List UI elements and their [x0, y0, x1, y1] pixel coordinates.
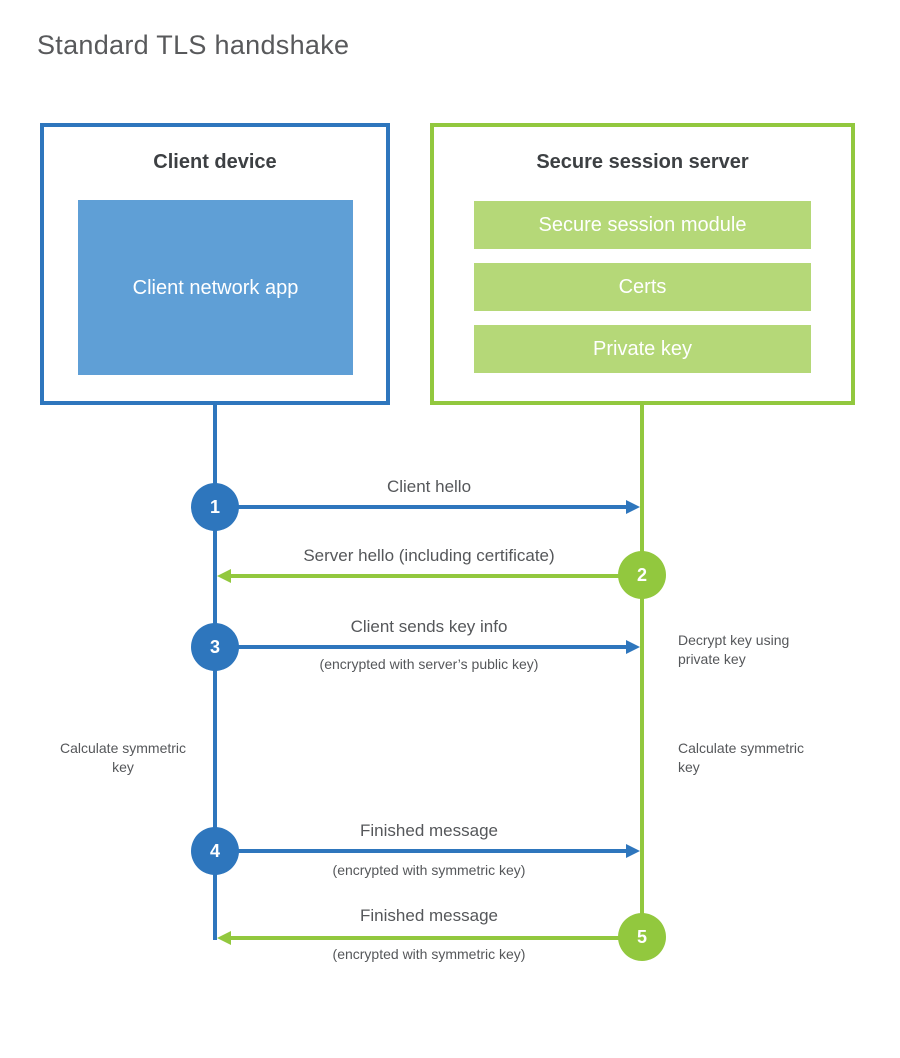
step1-arrowhead-right-icon [626, 500, 640, 514]
server-note-decrypt-key: Decrypt key using private key [678, 632, 790, 667]
client-network-app-label: Client network app [132, 276, 299, 299]
step3-arrowhead-right-icon [626, 640, 640, 654]
step1-arrow-line [215, 505, 626, 509]
server-module-private-key: Private key [474, 325, 811, 373]
step1-number-badge: 1 [191, 483, 239, 531]
step2-arrow-line [231, 574, 642, 578]
client-note-calculate-symmetric-key: Calculate symmetric key [59, 740, 187, 775]
step5-sublabel: (encrypted with symmetric key) [332, 946, 526, 962]
client-device-box: Client device Client network app [40, 123, 390, 405]
server-note-calculate-symmetric-key: Calculate symmetric key [678, 740, 805, 775]
step5-arrowhead-left-icon [217, 931, 231, 945]
client-lifeline [213, 405, 217, 940]
step1-label: Client hello [386, 477, 472, 496]
step5-label: Finished message [360, 906, 498, 925]
step3-label: Client sends key info [350, 617, 508, 636]
step3-number-badge: 3 [191, 623, 239, 671]
step4-sublabel: (encrypted with symmetric key) [332, 862, 526, 878]
step4-label: Finished message [360, 821, 498, 840]
step5-arrow-line [231, 936, 642, 940]
page-title: Standard TLS handshake [37, 30, 350, 60]
server-lifeline [640, 405, 644, 938]
client-network-app-box: Client network app [78, 200, 353, 375]
server-module-certs: Certs [474, 263, 811, 311]
step2-label: Server hello (including certificate) [303, 546, 555, 565]
client-device-title: Client device [153, 151, 277, 173]
step3-sublabel: (encrypted with server’s public key) [319, 656, 539, 672]
step4-number-badge: 4 [191, 827, 239, 875]
secure-session-server-title: Secure session server [536, 151, 749, 173]
server-module-secure-session: Secure session module [474, 201, 811, 249]
secure-session-server-box: Secure session server Secure session mod… [430, 123, 855, 405]
step2-number-badge: 2 [618, 551, 666, 599]
step2-arrowhead-left-icon [217, 569, 231, 583]
step4-arrowhead-right-icon [626, 844, 640, 858]
step5-number-badge: 5 [618, 913, 666, 961]
step4-arrow-line [215, 849, 626, 853]
step3-arrow-line [215, 645, 626, 649]
